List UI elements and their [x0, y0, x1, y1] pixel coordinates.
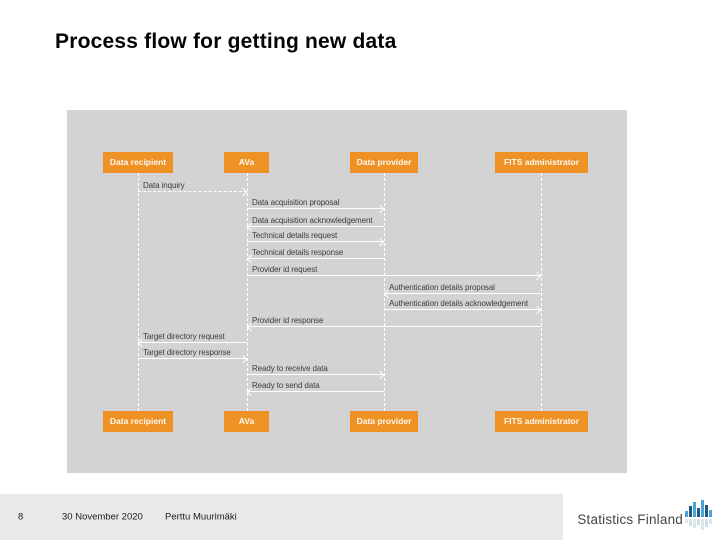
message-label: Target directory response [143, 348, 231, 357]
message-authentication-details-acknowledgement: Authentication details acknowledgement [384, 297, 541, 310]
arrow-left-icon [247, 258, 384, 259]
message-authentication-details-proposal: Authentication details proposal [384, 281, 541, 294]
message-ready-to-send-data: Ready to send data [247, 379, 384, 392]
message-label: Technical details response [252, 248, 344, 257]
arrow-left-icon [138, 342, 247, 343]
slide-date: 30 November 2020 [62, 511, 143, 523]
arrow-right-icon [247, 374, 384, 375]
arrow-left-icon [247, 391, 384, 392]
arrow-right-icon [138, 358, 247, 359]
arrow-right-icon [247, 275, 541, 276]
arrow-right-icon [247, 208, 384, 209]
arrow-left-icon [384, 293, 541, 294]
lifeline-data-recipient [138, 173, 139, 411]
lifeline-ava [247, 173, 248, 411]
page-title: Process flow for getting new data [55, 30, 397, 53]
arrow-left-icon [247, 226, 384, 227]
arrow-right-icon [247, 241, 384, 242]
author-name: Perttu Muurimäki [165, 511, 237, 523]
message-label: Provider id response [252, 316, 324, 325]
message-label: Data acquisition acknowledgement [252, 216, 373, 225]
arrow-right-icon [138, 191, 247, 192]
message-ready-to-receive-data: Ready to receive data [247, 362, 384, 375]
message-label: Provider id request [252, 265, 318, 274]
actor-bottom-ava: AVa [224, 411, 269, 432]
statistics-finland-logo: Statistics Finland [577, 494, 714, 540]
message-target-directory-request: Target directory request [138, 330, 247, 343]
message-label: Ready to receive data [252, 364, 328, 373]
message-label: Technical details request [252, 231, 338, 240]
message-label: Authentication details acknowledgement [389, 299, 528, 308]
message-label: Ready to send data [252, 381, 320, 390]
message-data-inquiry: Data inquiry [138, 179, 247, 192]
message-technical-details-request: Technical details request [247, 229, 384, 242]
arrow-left-icon [247, 326, 541, 327]
sequence-diagram: Data recipient AVa Data provider FITS ad… [67, 110, 627, 473]
message-data-acquisition-proposal: Data acquisition proposal [247, 196, 384, 209]
actor-top-ava: AVa [224, 152, 269, 173]
logo-text: Statistics Finland [577, 511, 683, 527]
actor-top-fits-administrator: FITS administrator [495, 152, 588, 173]
message-label: Data acquisition proposal [252, 198, 340, 207]
page-number: 8 [18, 511, 24, 523]
arrow-right-icon [384, 309, 541, 310]
actor-bottom-data-provider: Data provider [350, 411, 418, 432]
message-label: Target directory request [143, 332, 225, 341]
bar-chart-logo-icon [685, 500, 712, 530]
lifeline-fits-administrator [541, 173, 542, 411]
actor-bottom-fits-administrator: FITS administrator [495, 411, 588, 432]
footer: 8 30 November 2020 Perttu Muurimäki [0, 494, 563, 540]
message-label: Authentication details proposal [389, 283, 495, 292]
message-technical-details-response: Technical details response [247, 246, 384, 259]
actor-top-data-provider: Data provider [350, 152, 418, 173]
actor-top-data-recipient: Data recipient [103, 152, 173, 173]
message-provider-id-request: Provider id request [247, 263, 541, 276]
message-provider-id-response: Provider id response [247, 314, 541, 327]
actor-bottom-data-recipient: Data recipient [103, 411, 173, 432]
message-data-acquisition-acknowledgement: Data acquisition acknowledgement [247, 214, 384, 227]
message-target-directory-response: Target directory response [138, 346, 247, 359]
message-label: Data inquiry [143, 181, 185, 190]
